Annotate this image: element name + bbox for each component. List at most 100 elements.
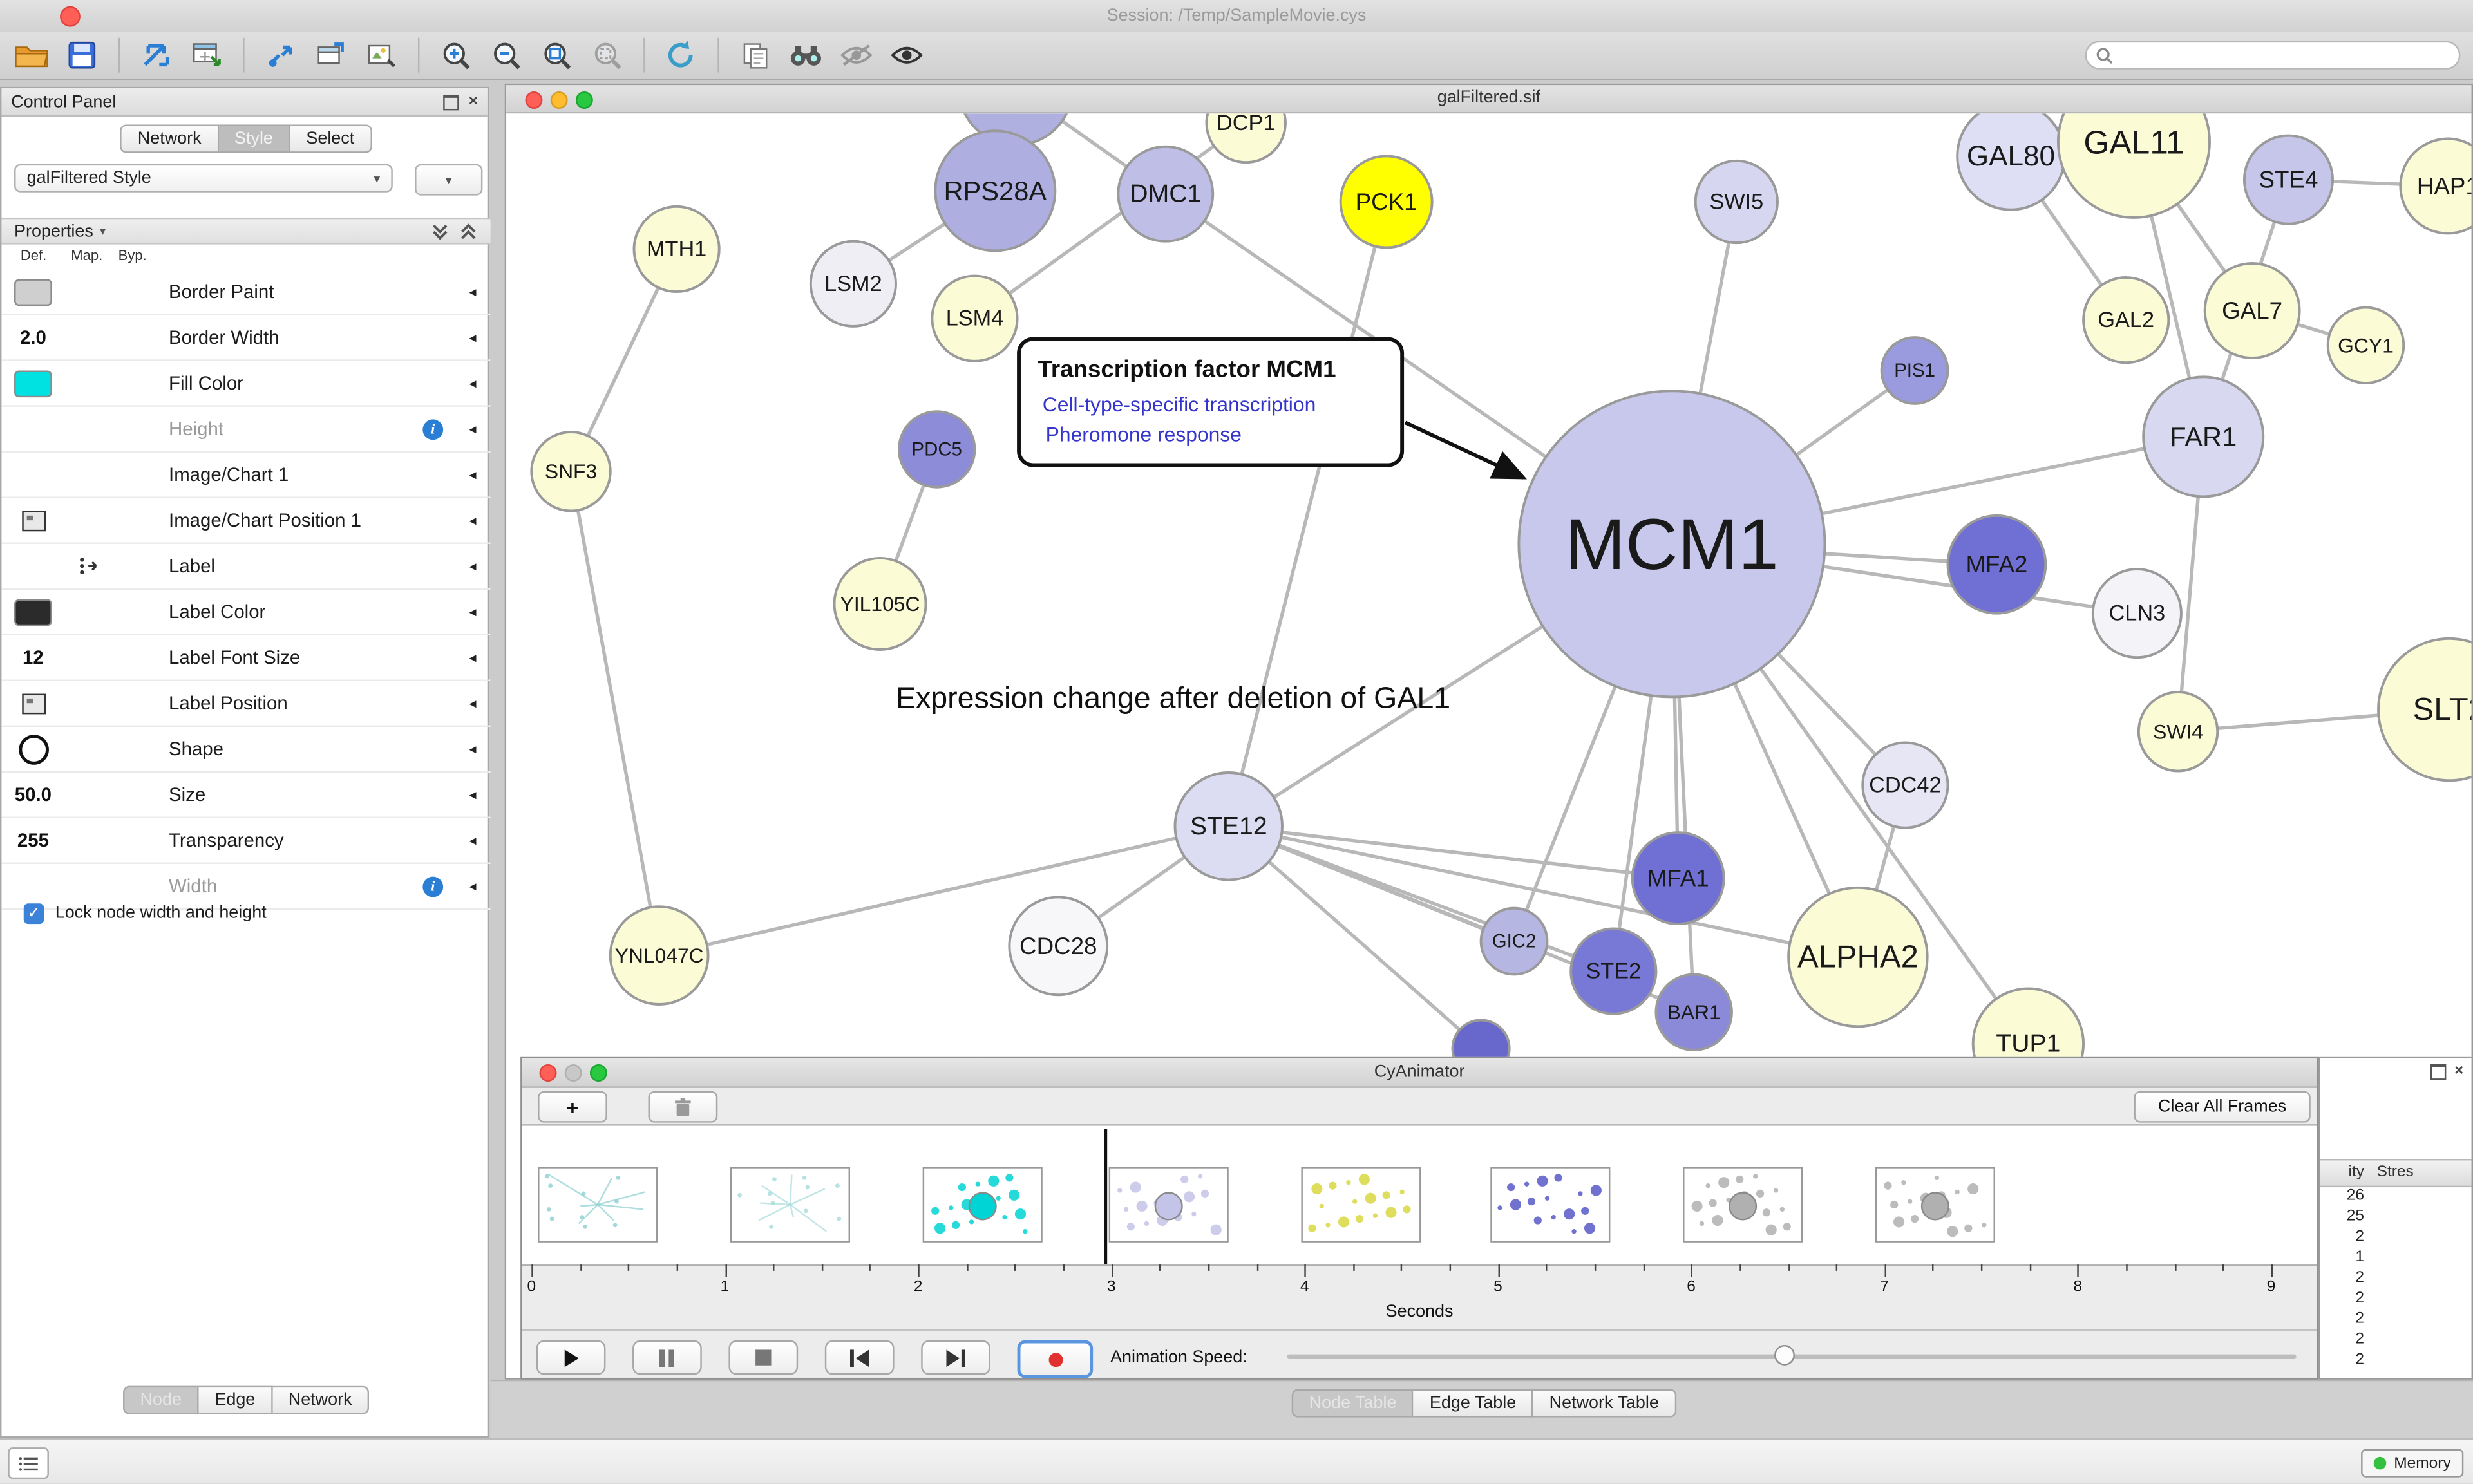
position-icon[interactable] (21, 693, 45, 714)
tab-network-table[interactable]: Network Table (1533, 1389, 1676, 1418)
network-node-DMC1[interactable] (1117, 145, 1215, 243)
copy-icon[interactable] (734, 35, 778, 76)
network-node-RPS28A[interactable] (934, 129, 1057, 252)
record-button[interactable] (1017, 1340, 1094, 1378)
zoom-fit-icon[interactable] (535, 35, 579, 76)
expand-row-icon[interactable]: ◂ (469, 877, 477, 894)
default-value[interactable]: 50.0 (14, 784, 52, 806)
network-edge[interactable] (569, 471, 661, 956)
export-image-icon[interactable] (359, 35, 404, 76)
style-dropdown[interactable]: galFiltered Style ▾ (14, 164, 393, 193)
expand-row-icon[interactable]: ◂ (469, 694, 477, 711)
tab-network[interactable]: Network (120, 124, 219, 153)
expand-row-icon[interactable]: ◂ (469, 603, 477, 619)
network-node-LSM4[interactable] (931, 274, 1019, 362)
clear-all-frames-button[interactable]: Clear All Frames (2134, 1091, 2311, 1123)
property-row[interactable]: Fill Color◂ (1, 361, 491, 407)
network-node-MFA1[interactable] (1631, 831, 1725, 926)
find-icon[interactable] (784, 35, 828, 76)
tab-edge-table[interactable]: Edge Table (1414, 1389, 1534, 1418)
expand-row-icon[interactable]: ◂ (469, 374, 477, 391)
expand-row-icon[interactable]: ◂ (469, 831, 477, 848)
memory-button[interactable]: Memory (2360, 1449, 2464, 1478)
network-node-MTH1[interactable] (632, 205, 721, 294)
network-node-STE2[interactable] (1569, 927, 1658, 1015)
network-node-BAR1[interactable] (1654, 973, 1733, 1051)
network-node-YNL047C[interactable] (609, 905, 710, 1006)
minimize-traffic-light[interactable] (550, 91, 568, 109)
lock-size-row[interactable]: ✓ Lock node width and height (1, 896, 490, 930)
frame-thumbnail-5[interactable] (1301, 1167, 1421, 1243)
network-edge[interactable] (1228, 824, 1859, 959)
collapse-all-icon[interactable] (459, 221, 478, 240)
network-node-STE12[interactable] (1173, 771, 1284, 881)
mcm1-annotation[interactable]: Transcription factor MCM1Cell-type-speci… (1017, 337, 1405, 467)
network-node-PDC5[interactable] (897, 410, 976, 489)
color-swatch[interactable] (14, 370, 52, 397)
save-session-icon[interactable] (60, 35, 104, 76)
expand-row-icon[interactable]: ◂ (469, 557, 477, 574)
table-row[interactable]: 2 (2355, 1310, 2365, 1328)
property-row[interactable]: Image/Chart Position 1◂ (1, 498, 491, 544)
search-field[interactable] (2085, 41, 2461, 70)
close-panel-icon[interactable]: × (2454, 1062, 2464, 1080)
property-row[interactable]: Border Paint◂ (1, 270, 491, 315)
speed-slider-thumb[interactable] (1774, 1344, 1795, 1366)
property-row[interactable]: Shape◂ (1, 727, 491, 773)
expand-row-icon[interactable]: ◂ (469, 648, 477, 665)
network-edge[interactable] (973, 121, 1247, 320)
export-table-icon[interactable] (309, 35, 354, 76)
network-node-HAP1[interactable] (2399, 137, 2472, 235)
tab-node[interactable]: Node (122, 1385, 199, 1414)
network-node-SWI5[interactable] (1694, 159, 1779, 245)
pause-button[interactable] (632, 1340, 702, 1375)
expand-row-icon[interactable]: ◂ (469, 328, 477, 345)
delete-frame-button[interactable] (648, 1091, 718, 1123)
show-panels-button[interactable] (8, 1447, 49, 1479)
network-edge[interactable] (1228, 824, 1679, 880)
frame-thumbnail-7[interactable] (1683, 1167, 1803, 1243)
frame-thumbnail-4[interactable] (1108, 1167, 1229, 1243)
export-network-icon[interactable] (259, 35, 303, 76)
table-row[interactable]: 2 (2355, 1290, 2365, 1308)
color-swatch[interactable] (14, 598, 52, 626)
default-value[interactable]: 2.0 (19, 326, 46, 349)
tab-node-table[interactable]: Node Table (1291, 1389, 1414, 1418)
expand-row-icon[interactable]: ◂ (469, 511, 477, 528)
frames-timeline[interactable] (522, 1124, 2317, 1266)
color-swatch[interactable] (14, 278, 52, 305)
table-row[interactable]: 2 (2355, 1351, 2365, 1369)
properties-caret-icon[interactable]: ▾ (99, 223, 106, 238)
tab-style[interactable]: Style (218, 124, 290, 153)
network-node-DCP1[interactable] (1205, 113, 1287, 164)
network-node-SNF3[interactable] (530, 431, 612, 512)
table-row[interactable]: 26 (2346, 1187, 2365, 1205)
zoom-out-icon[interactable] (484, 35, 529, 76)
frame-thumbnail-3[interactable] (922, 1167, 1043, 1243)
close-traffic-light[interactable] (525, 91, 543, 109)
network-node-GCY1[interactable] (2326, 306, 2405, 385)
zoom-in-icon[interactable] (433, 35, 478, 76)
network-node-GIC2[interactable] (1479, 906, 1549, 976)
network-node-STE4[interactable] (2242, 134, 2335, 225)
search-input[interactable] (2119, 44, 2450, 66)
network-node-MCM1[interactable] (1517, 390, 1826, 699)
expand-all-icon[interactable] (431, 221, 450, 240)
add-frame-button[interactable]: + (538, 1091, 607, 1123)
network-edge[interactable] (1227, 825, 1483, 1050)
network-window-titlebar[interactable]: galFiltered.sif (506, 85, 2472, 114)
network-node-CLN3[interactable] (2091, 568, 2183, 659)
table-row[interactable]: 1 (2355, 1248, 2365, 1266)
network-edge[interactable] (659, 824, 1229, 957)
frame-thumbnail-1[interactable] (538, 1167, 658, 1243)
tab-edge[interactable]: Edge (198, 1385, 273, 1414)
zoom-traffic-light[interactable] (575, 91, 593, 109)
open-file-icon[interactable] (10, 35, 54, 76)
expand-row-icon[interactable]: ◂ (469, 740, 477, 756)
frame-thumbnail-8[interactable] (1875, 1167, 1995, 1243)
frame-thumbnail-6[interactable] (1490, 1167, 1611, 1243)
